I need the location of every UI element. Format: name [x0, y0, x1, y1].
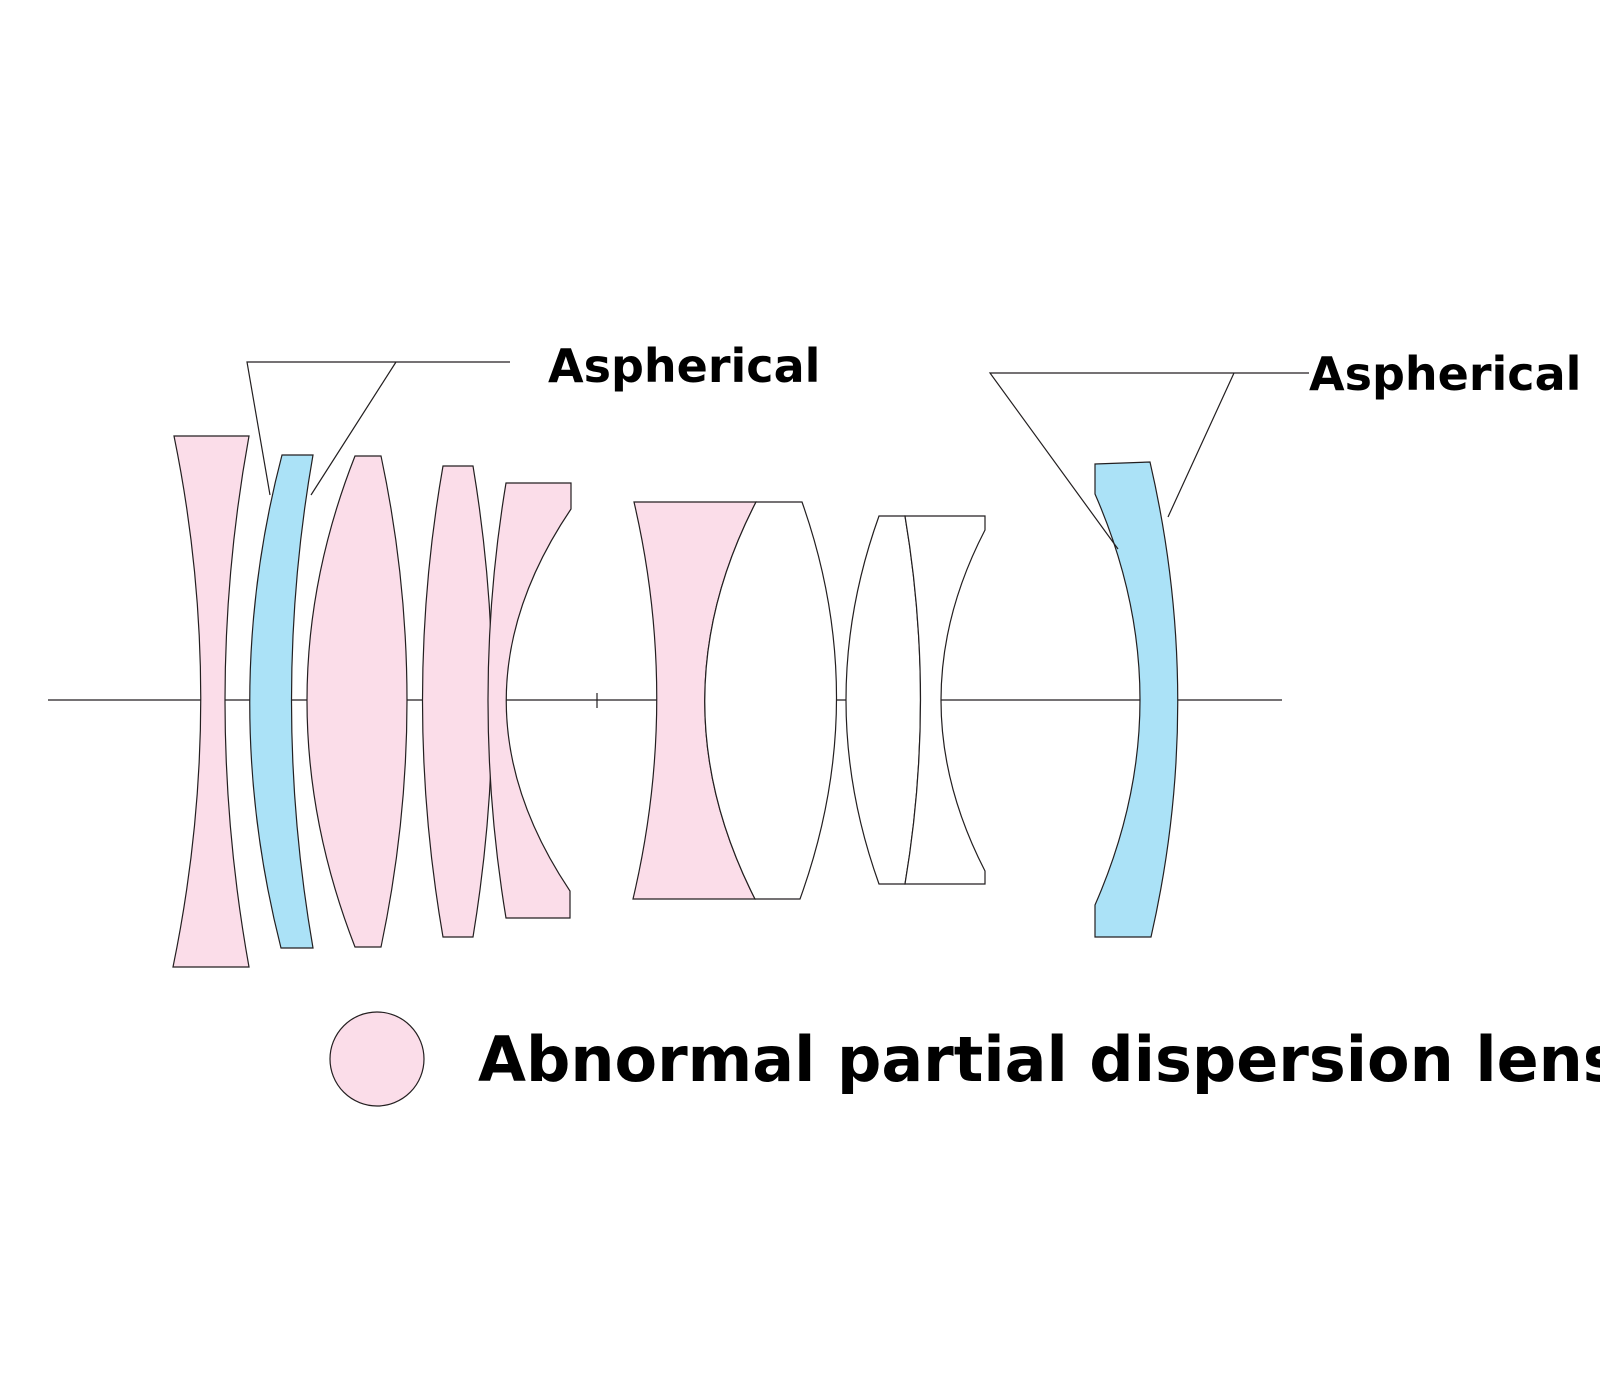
callout-label-aspherical-left: Aspherical: [548, 339, 820, 393]
lens-element-2-aspherical: [249, 454, 314, 949]
aspherical-leader-left: [246, 361, 510, 496]
lens-element-8: [845, 515, 922, 885]
legend-label: Abnormal partial dispersion lens: [478, 1023, 1600, 1096]
lens-element-4: [421, 465, 494, 938]
lens-element-7: [704, 501, 838, 900]
lens-element-9: [904, 515, 986, 885]
lens-element-10-aspherical: [1094, 461, 1179, 938]
lens-element-3: [306, 455, 408, 948]
lens-element-5: [487, 482, 572, 919]
legend-swatch: [329, 1011, 425, 1107]
lens-element-1: [172, 435, 250, 968]
aspherical-leader-right: [988, 372, 1309, 550]
callout-label-aspherical-right: Aspherical: [1309, 347, 1581, 401]
